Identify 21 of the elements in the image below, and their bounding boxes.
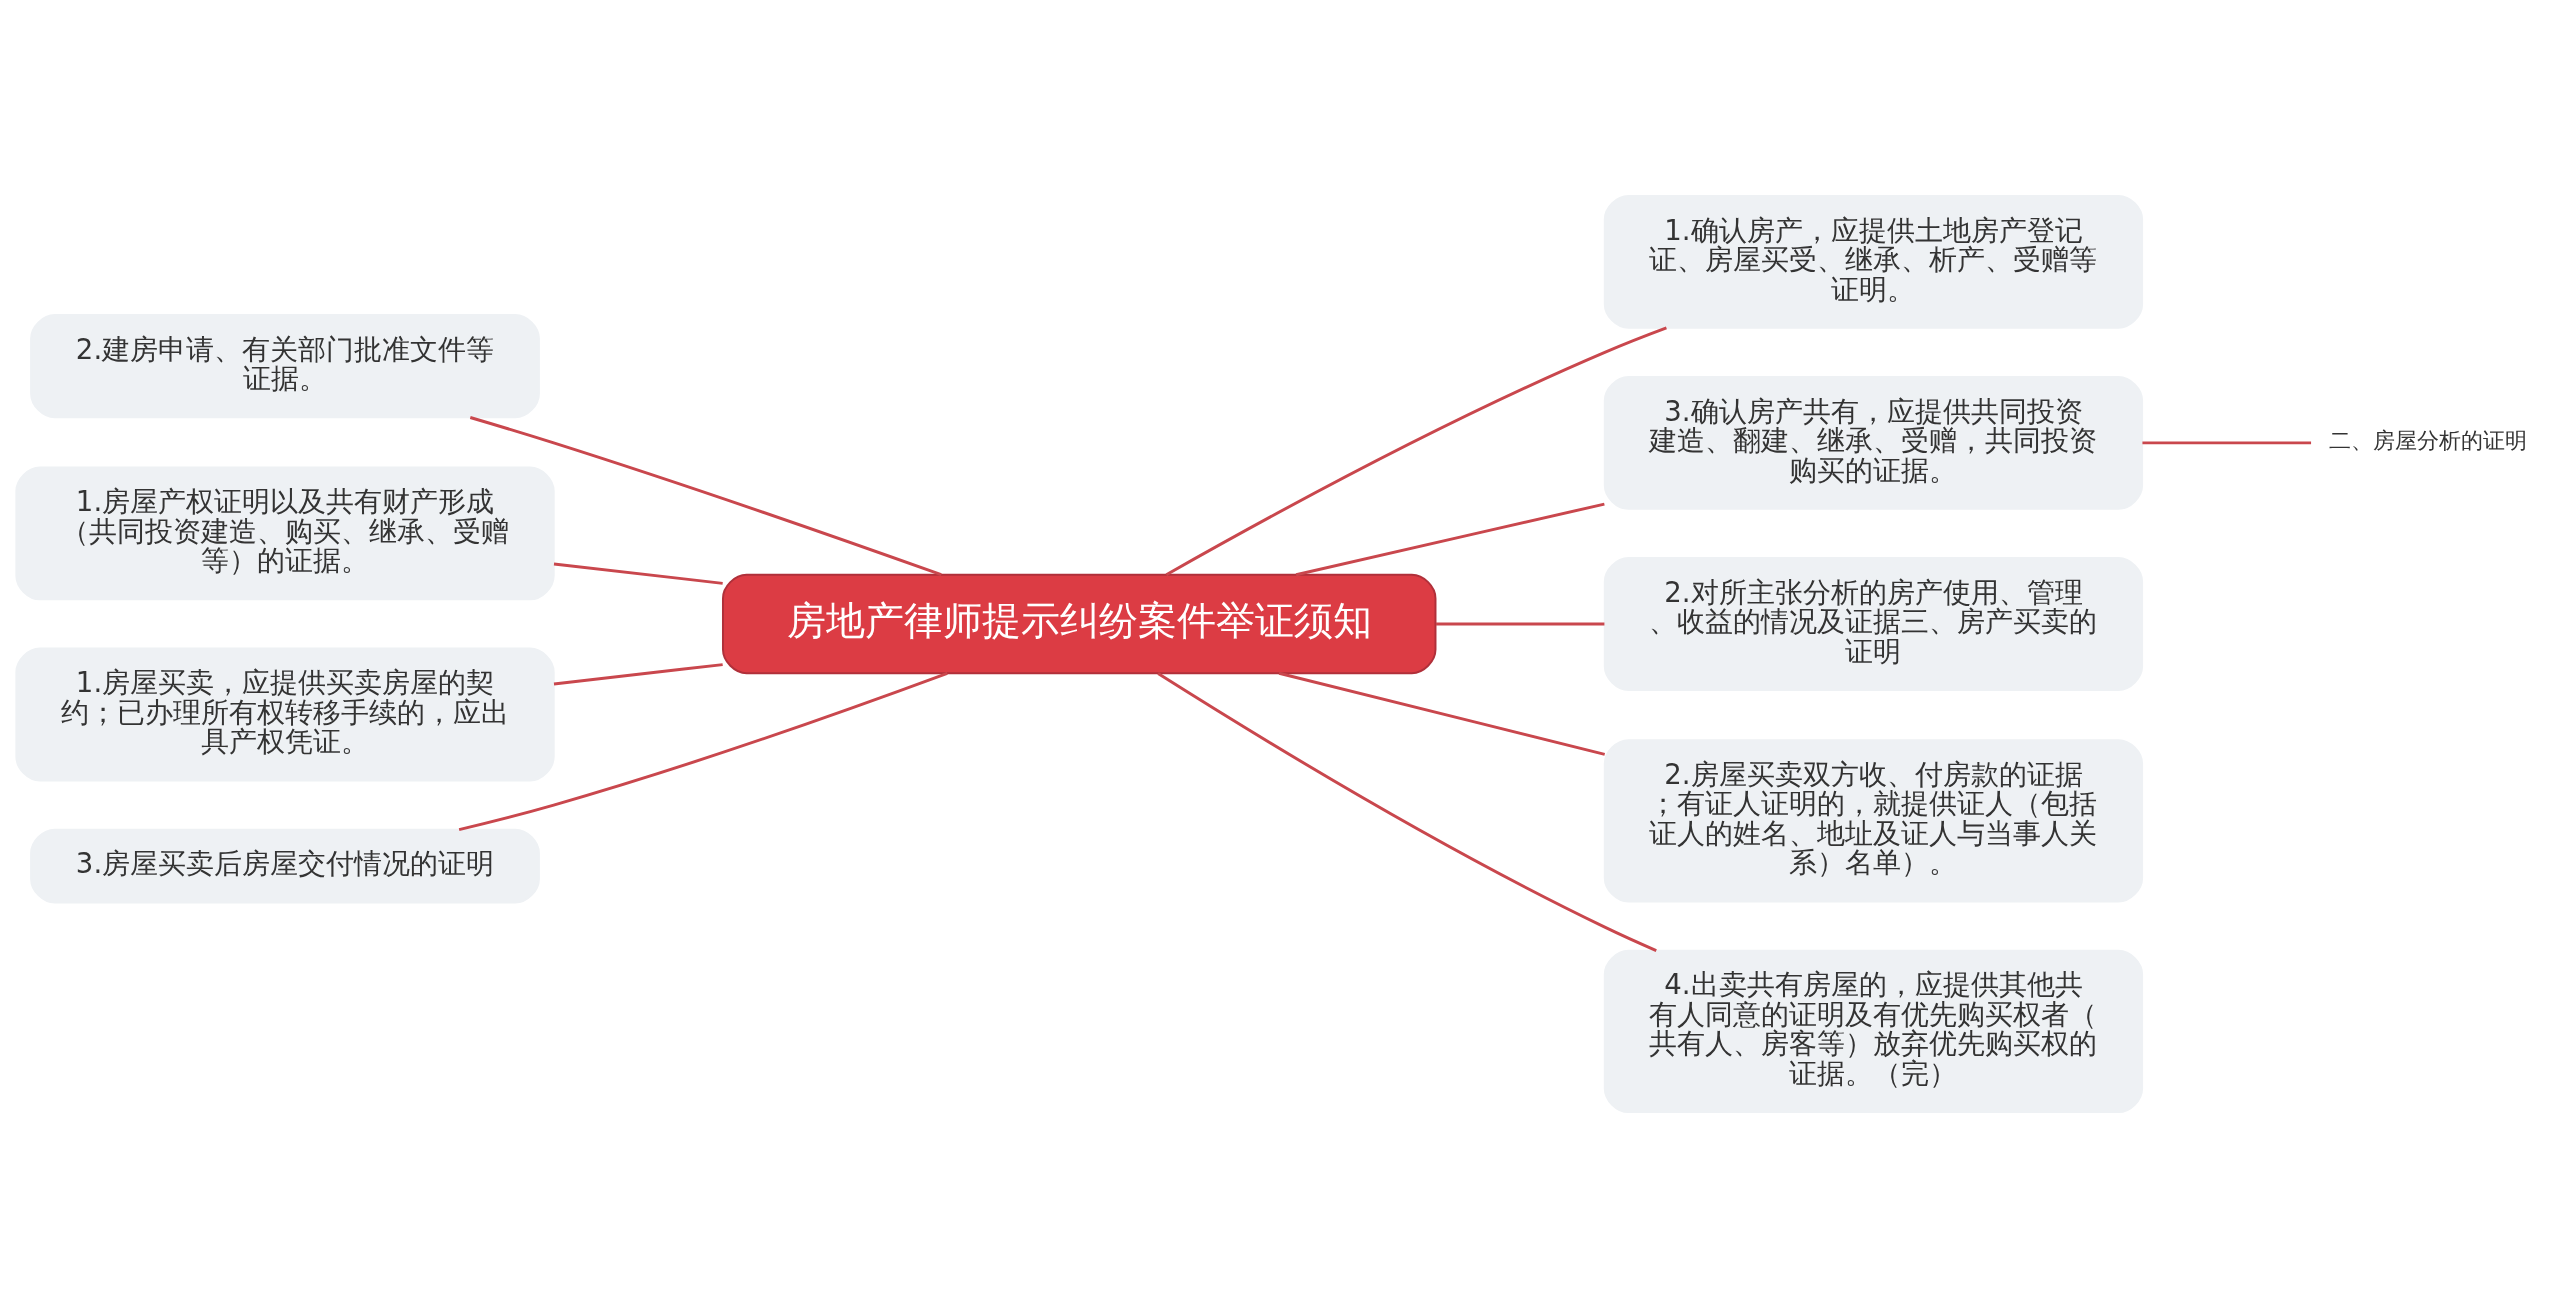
node-box: 3.房屋买卖后房屋交付情况的证明 <box>30 828 540 903</box>
connector <box>469 415 942 576</box>
node-box: 4.出卖共有房屋的，应提供其他共有人同意的证明及有优先购买权者（共有人、房客等）放弃优先购买权的证据。（完） <box>1603 949 2144 1113</box>
connector <box>1278 671 1606 756</box>
node-box: 房地产律师提示纠纷案件举证须知 <box>722 573 1437 674</box>
node-box: 3.确认房产共有，应提供共同投资建造、翻建、继承、受赠，共同投资购买的证据。 <box>1603 375 2144 510</box>
node-box: 2.对所主张分析的房产使用、管理、收益的情况及证据三、房产买卖的证明 <box>1603 556 2144 691</box>
node-box: 1.房屋产权证明以及共有财产形成（共同投资建造、购买、继承、受赠等）的证据。 <box>15 466 555 600</box>
connector <box>2142 440 2312 444</box>
connector <box>458 671 948 831</box>
node-box: 1.房屋买卖，应提供买卖房屋的契约；已办理所有权转移手续的，应出具产权凭证。 <box>15 647 555 781</box>
connector <box>1157 671 1657 952</box>
connector <box>1165 326 1667 576</box>
node-box: 1.确认房产，应提供土地房产登记证、房屋买受、继承、析产、受赠等证明。 <box>1603 194 2144 329</box>
connector <box>553 662 723 685</box>
connector <box>553 562 723 585</box>
node-box: 2.建房申请、有关部门批准文件等证据。 <box>30 313 540 418</box>
node-box: 2.房屋买卖双方收、付房款的证据；有证人证明的，就提供证人（包括证人的姓名、地址及证人与当事人关系）名单）。 <box>1603 738 2144 902</box>
connector <box>1435 622 1605 625</box>
connector <box>1295 502 1605 576</box>
node-text: 二、房屋分析的证明 <box>2328 427 2527 453</box>
